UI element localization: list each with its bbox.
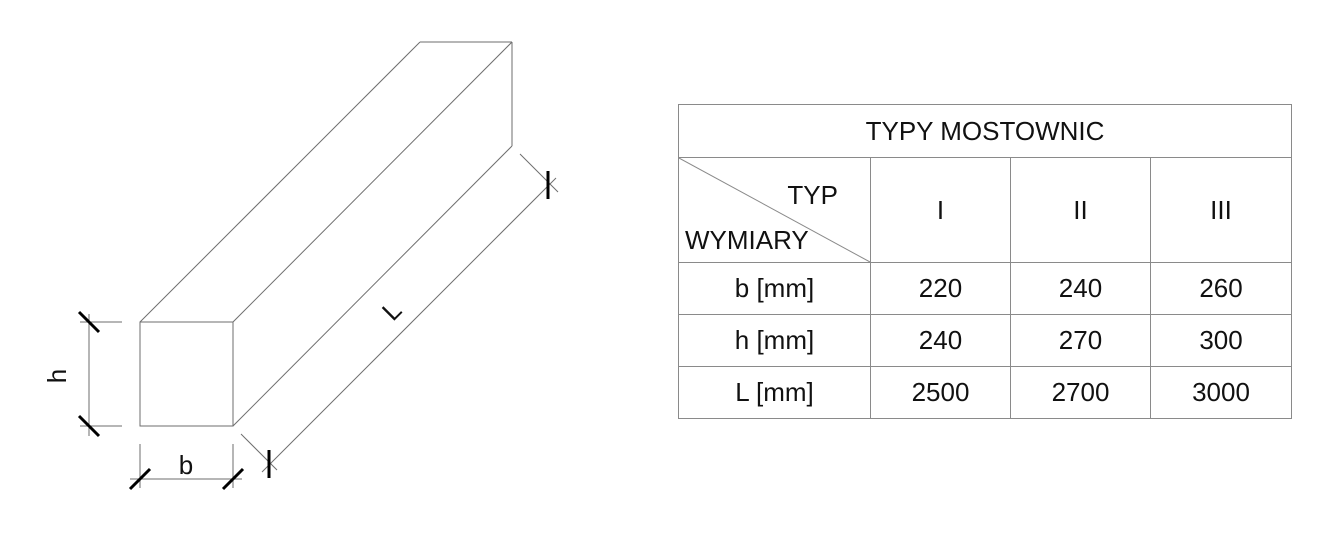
beam-front-face <box>139 321 234 427</box>
table-row: L [mm] 2500 2700 3000 <box>678 366 1293 419</box>
dimension-h-tick-bottom <box>77 414 101 438</box>
table-cell: 240 <box>1010 262 1151 315</box>
beam-drawing: h b L <box>42 41 559 491</box>
table-corner-cell: TYP WYMIARY <box>678 157 871 263</box>
table-row: h [mm] 240 270 300 <box>678 314 1293 367</box>
dimension-h: h <box>42 310 122 438</box>
table-header-row: TYP WYMIARY I II III <box>678 157 1293 263</box>
dimension-b-tick-right <box>221 467 245 491</box>
row-label: b [mm] <box>678 262 871 315</box>
table-cell: 2500 <box>870 366 1011 419</box>
table-title: TYPY MOSTOWNIC <box>677 104 1293 158</box>
beam-edge-top-left <box>139 41 421 323</box>
corner-label-type: TYP <box>787 180 838 210</box>
beam-edge-bottom-right <box>232 145 513 427</box>
dimension-l-extension-back <box>519 153 559 193</box>
table-cell: 220 <box>870 262 1011 315</box>
dimension-l-extension-front <box>240 433 278 471</box>
type-header-cell: III <box>1149 157 1293 263</box>
table-cell: 300 <box>1149 314 1293 367</box>
type-header-cell: I <box>870 157 1011 263</box>
row-label: L [mm] <box>678 366 871 419</box>
dimension-h-tick-top <box>77 310 101 334</box>
beam-edge-top-right <box>232 41 513 323</box>
table-cell: 270 <box>1010 314 1151 367</box>
table-cell: 2700 <box>1010 366 1151 419</box>
dimension-b-tick-left <box>128 467 152 491</box>
corner-label-dimensions: WYMIARY <box>685 225 809 255</box>
dimension-l-line <box>261 177 557 473</box>
beam-types-table: TYPY MOSTOWNIC TYP WYMIARY I II III b [m… <box>677 104 1293 419</box>
table-cell: 240 <box>870 314 1011 367</box>
corner-diagonal <box>679 158 870 262</box>
row-label: h [mm] <box>678 314 871 367</box>
table-title-row: TYPY MOSTOWNIC <box>677 104 1293 158</box>
type-header-cell: II <box>1010 157 1151 263</box>
dimension-b: b <box>128 444 245 491</box>
dimension-b-label: b <box>179 450 193 480</box>
table-row: b [mm] 220 240 260 <box>678 262 1293 315</box>
dimension-l-label: L <box>376 295 407 326</box>
table-cell: 3000 <box>1149 366 1293 419</box>
dimension-l: L <box>240 153 559 478</box>
table-cell: 260 <box>1149 262 1293 315</box>
dimension-h-label: h <box>42 369 72 383</box>
beam <box>139 41 513 427</box>
